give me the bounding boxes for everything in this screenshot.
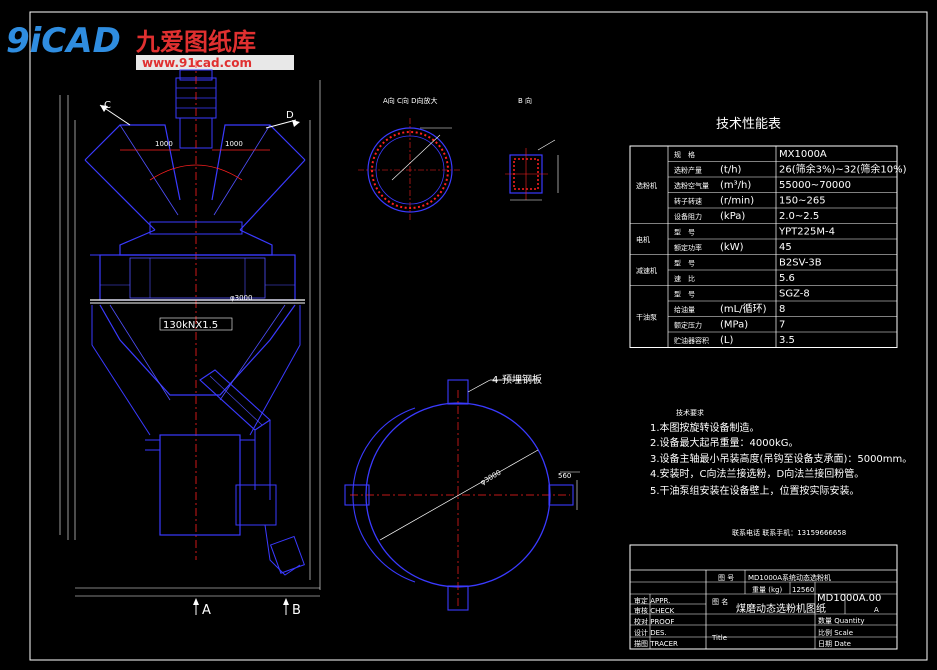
spec-unit: (mL/循环): [720, 302, 767, 315]
dim-1000-right: 1000: [225, 140, 243, 148]
dim-3000-front: φ3000: [230, 294, 252, 302]
spec-value: 8: [779, 304, 785, 315]
spec-unit: (kW): [720, 242, 744, 253]
spec-item: 贮油器容积: [674, 336, 709, 345]
spec-item: 给油量: [674, 305, 695, 314]
tb-date: 日期 Date: [818, 640, 851, 648]
spec-unit: (kPa): [720, 211, 745, 222]
spec-value: YPT225M-4: [778, 227, 835, 238]
tb-row-tracer: 描图 TRACER: [634, 639, 678, 648]
spec-table: 技术性能表 规 格 MX1000A 选粉产量 (t/h) 26(筛余3%)~32(筛余1…: [629, 117, 907, 348]
tech-req-title: 技术要求: [676, 408, 704, 417]
tb-row-proof: 校对 PROOF: [634, 617, 674, 626]
tb-label-no: 图 号: [718, 574, 734, 582]
foundation-plan-view: φ3000 4-预埋钢板 560: [344, 373, 580, 611]
front-elevation-view: C D 1000 1000 φ3000 130kNX1.5: [59, 60, 321, 618]
spec-value: 2.0~2.5: [779, 211, 819, 222]
view-acd-title: A向 C向 D向放大: [383, 96, 438, 105]
spec-group: 干油泵: [636, 313, 657, 322]
spec-item: 型 号: [674, 290, 695, 299]
tb-drawing-no: MD1000A.00: [817, 593, 881, 604]
spec-table-title: 技术性能表: [716, 117, 781, 132]
spec-value: 3.5: [779, 335, 795, 346]
spec-item: 设备阻力: [674, 212, 702, 221]
tb-row-appr: 审定 APPR.: [634, 596, 670, 605]
tech-req-2: 2.设备最大起吊重量：4000kG。: [650, 436, 799, 449]
logo-url: www.91cad.com: [142, 56, 252, 70]
tb-label-title: 图 名: [712, 597, 728, 606]
view-b-detail: B 向: [505, 96, 559, 201]
tb-main-title: 煤磨动态选粉机图纸: [736, 602, 826, 615]
spec-item: 额定压力: [674, 321, 702, 330]
spec-value: 5.6: [779, 273, 795, 284]
spec-table-frame: [629, 145, 898, 348]
label-c: C: [104, 100, 111, 111]
tb-scale-val: A: [874, 606, 879, 614]
anchor-plate-label: 4-预埋钢板: [492, 373, 542, 386]
tech-req-5: 5.干油泵组安装在设备壁上，位置按实际安装。: [650, 484, 860, 497]
spec-item: 型 号: [674, 228, 695, 237]
label-b: B: [292, 603, 301, 618]
tech-req-4: 4.安装时，C向法兰接选粉，D向法兰接回粉管。: [650, 467, 864, 480]
spec-value: 7: [779, 320, 785, 331]
tech-requirements: 技术要求 1.本图按旋转设备制造。 2.设备最大起吊重量：4000kG。 3.设…: [650, 408, 912, 537]
dim-560: 560: [558, 472, 571, 480]
spec-group: 减速机: [636, 266, 657, 275]
title-block: 图 号 MD1000A系统动态选粉机 重量 (kg) 12560 MD1000A…: [629, 544, 898, 650]
spec-unit: (L): [720, 335, 733, 346]
tech-req-3: 3.设备主轴最小吊装高度(吊钩至设备支承面)：5000mm。: [650, 452, 912, 465]
dim-3000-plan: φ3000: [479, 469, 502, 487]
spec-value: 45: [779, 242, 792, 253]
spec-item: 型 号: [674, 259, 695, 268]
label-a: A: [202, 603, 211, 618]
tb-label-title-en: Title: [711, 634, 727, 642]
logo-name-cn: 九爱图纸库: [135, 28, 256, 56]
tb-scale: 比例 Scale: [818, 628, 853, 637]
site-logo: 9iCAD 九爱图纸库 www.91cad.com: [6, 21, 294, 70]
logo-url-bg: [136, 55, 294, 70]
view-b-title: B 向: [518, 96, 532, 105]
dim-1000-left: 1000: [155, 140, 173, 148]
spec-item: 规 格: [674, 150, 695, 159]
spec-unit: (MPa): [720, 320, 748, 331]
tb-weight-label: 重量 (kg): [752, 586, 782, 594]
spec-value: 55000~70000: [779, 180, 851, 191]
spec-item: 速 比: [674, 274, 695, 283]
tb-quantity: 数量 Quantity: [818, 616, 864, 625]
tb-row-check: 审核 CHECK: [634, 606, 675, 615]
spec-value: 150~265: [779, 196, 826, 207]
spec-group: 选粉机: [636, 181, 657, 190]
spec-unit: (r/min): [720, 196, 754, 207]
spec-unit: (t/h): [720, 165, 742, 176]
spec-table-rows: 规 格 MX1000A 选粉产量 (t/h) 26(筛余3%)~32(筛余10%) 选粉空…: [629, 145, 907, 348]
view-acd-detail: A向 C向 D向放大: [358, 96, 462, 222]
tb-drawing-name: MD1000A系统动态选粉机: [748, 573, 831, 582]
spec-value: MX1000A: [779, 149, 827, 160]
label-d: D: [286, 110, 294, 121]
tb-weight: 12560: [792, 586, 814, 594]
spec-value: 26(筛余3%)~32(筛余10%): [779, 163, 907, 176]
drawing-border: [29, 11, 928, 661]
spec-item: 转子转速: [674, 197, 702, 206]
spec-item: 选粉空气量: [674, 181, 709, 190]
spec-value: SGZ-8: [779, 289, 810, 300]
tb-row-des: 设计 DES.: [634, 628, 667, 637]
spec-item: 额定功率: [674, 243, 702, 252]
load-label: 130kNX1.5: [163, 320, 218, 331]
spec-value: B2SV-3B: [779, 258, 822, 269]
logo-brand: 9iCAD: [6, 21, 121, 61]
spec-unit: (m³/h): [720, 180, 751, 191]
spec-group: 电机: [636, 235, 650, 244]
contact-line: 联系电话 联系手机：13159666658: [732, 528, 846, 537]
spec-item: 选粉产量: [674, 166, 702, 175]
tech-req-1: 1.本图按旋转设备制造。: [650, 421, 760, 434]
